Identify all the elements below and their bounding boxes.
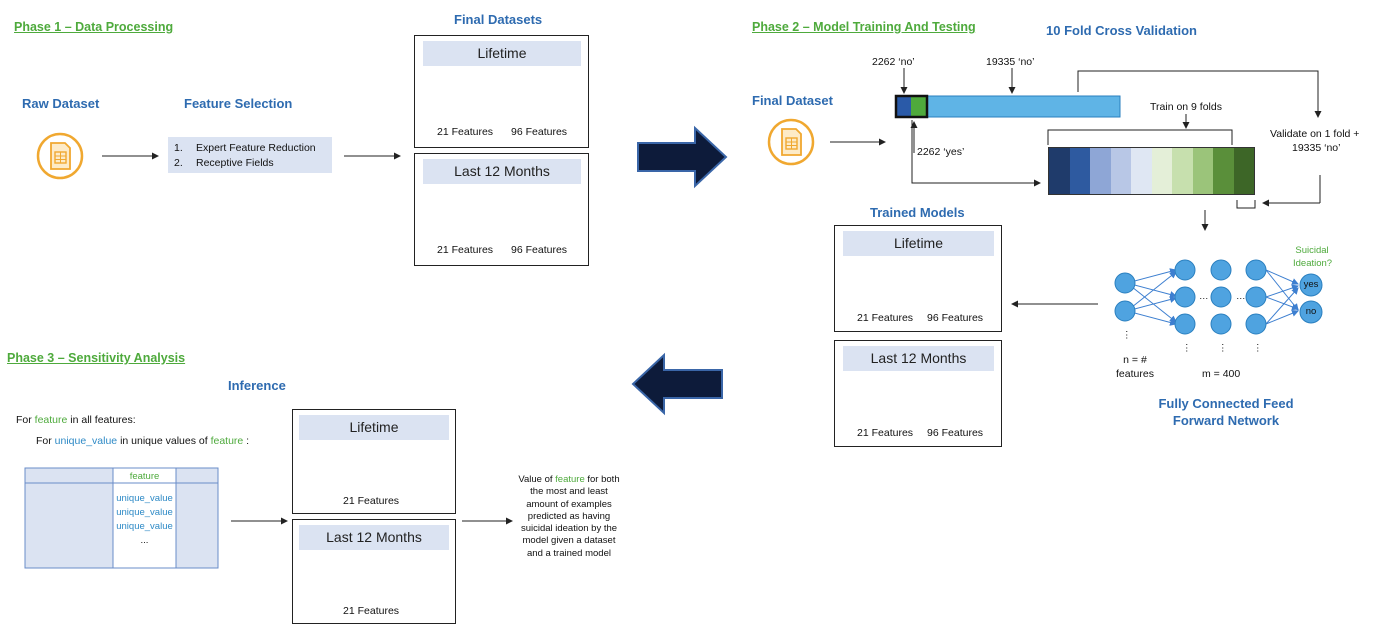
- output-no: no: [1305, 306, 1317, 317]
- train-label: Train on 9 folds: [1150, 101, 1222, 113]
- table-value-3: unique_value: [116, 521, 173, 532]
- trained-last12-band: Last 12 Months: [843, 346, 994, 371]
- folds-bar: [1048, 147, 1255, 195]
- dataset-bar-no-segment: [896, 96, 911, 117]
- step-1-label: Expert Feature Reduction: [196, 142, 316, 154]
- raw-dataset-file-icon: [36, 132, 84, 180]
- feature-selection-box: 1. Expert Feature Reduction 2. Receptive…: [168, 137, 332, 173]
- feature-selection-label: Feature Selection: [184, 96, 293, 111]
- raw-dataset-label: Raw Dataset: [22, 96, 100, 111]
- phase2-title: Phase 2 – Model Training And Testing: [752, 20, 976, 34]
- network-ellipsis-1: …: [1199, 291, 1209, 302]
- fold-4: [1110, 148, 1131, 194]
- final-datasets-last12-box: Last 12 Months 21 Features 96 Features: [414, 153, 589, 266]
- no-small-label: 2262 ‘no’: [872, 56, 915, 68]
- big-left-arrow-icon: [631, 352, 723, 416]
- n-label-1: n = #: [1123, 354, 1147, 366]
- fold-8: [1192, 148, 1213, 194]
- fold-2: [1069, 148, 1090, 194]
- table-value-2: unique_value: [116, 507, 173, 518]
- network-nodes: [1114, 259, 1323, 335]
- inner-loop-text: For unique_value in unique values of fea…: [36, 435, 250, 447]
- lifetime-96-label: 96 Features: [511, 126, 568, 138]
- network-title-1: Fully Connected Feed: [1158, 396, 1294, 411]
- fold-1: [1049, 148, 1070, 194]
- dataset-bar: [895, 95, 1121, 118]
- fold-5: [1131, 148, 1152, 194]
- network-ellipsis-2: …: [1236, 291, 1246, 302]
- output-yes: yes: [1303, 279, 1319, 290]
- yes-label: 2262 ‘yes’: [917, 146, 965, 158]
- inference-last12-band: Last 12 Months: [299, 525, 449, 550]
- big-right-arrow-icon: [637, 125, 728, 189]
- last12-band: Last 12 Months: [423, 159, 581, 184]
- network-title-2: Forward Network: [1172, 413, 1280, 428]
- lifetime-band: Lifetime: [423, 41, 581, 66]
- network-vdots-3: ⋮: [1218, 343, 1228, 354]
- final-datasets-title: Final Datasets: [454, 12, 543, 27]
- phase1-title: Phase 1 – Data Processing: [14, 20, 174, 34]
- outer-loop-text: For feature in all features:: [16, 414, 136, 426]
- trained-lifetime-96-label: 96 Features: [927, 312, 984, 324]
- step-2-label: Receptive Fields: [196, 157, 274, 169]
- trained-last12-box: Last 12 Months 21 Features 96 Features: [834, 340, 1002, 447]
- final-datasets-lifetime-box: Lifetime 21 Features 96 Features: [414, 35, 589, 148]
- last12-21-label: 21 Features: [437, 244, 494, 256]
- fold-9: [1213, 148, 1234, 194]
- inference-lifetime-band: Lifetime: [299, 415, 449, 440]
- trained-last12-21-label: 21 Features: [857, 427, 914, 439]
- fold-3: [1090, 148, 1111, 194]
- final-dataset-file-icon: [767, 118, 815, 166]
- validate-label-line2: 19335 ‘no’: [1292, 142, 1341, 154]
- cv-title: 10 Fold Cross Validation: [1046, 23, 1197, 38]
- m-label: m = 400: [1202, 368, 1241, 380]
- fold-7: [1172, 148, 1193, 194]
- validate-label-line1: Validate on 1 fold +: [1270, 128, 1360, 140]
- step-1-number: 1.: [174, 142, 183, 154]
- fold-6: [1151, 148, 1172, 194]
- trained-last12-96-label: 96 Features: [927, 427, 984, 439]
- suicidal-label-1: Suicidal: [1295, 245, 1329, 256]
- phase3-title: Phase 3 – Sensitivity Analysis: [7, 351, 186, 365]
- trained-lifetime-21-label: 21 Features: [857, 312, 914, 324]
- result-description: Value of feature for both the most and l…: [518, 474, 620, 559]
- no-large-label: 19335 ‘no’: [986, 56, 1035, 68]
- dataset-bar-yes-segment: [911, 96, 927, 117]
- n-label-2: features: [1116, 368, 1154, 380]
- suicidal-label-2: Ideation?: [1293, 258, 1333, 269]
- fold-10: [1233, 148, 1254, 194]
- trained-models-title: Trained Models: [870, 205, 965, 220]
- inference-last12-box: Last 12 Months 21 Features: [292, 519, 456, 624]
- inference-last12-21-label: 21 Features: [343, 605, 400, 617]
- table-value-4: ...: [140, 535, 149, 546]
- table-header: feature: [129, 471, 160, 482]
- inference-lifetime-box: Lifetime 21 Features: [292, 409, 456, 514]
- inference-lifetime-21-label: 21 Features: [343, 495, 400, 507]
- inference-title: Inference: [228, 378, 286, 393]
- trained-lifetime-band: Lifetime: [843, 231, 994, 256]
- network-vdots-4: ⋮: [1253, 343, 1263, 354]
- trained-lifetime-box: Lifetime 21 Features 96 Features: [834, 225, 1002, 332]
- step-2-number: 2.: [174, 157, 183, 169]
- network-vdots-2: ⋮: [1182, 343, 1192, 354]
- last12-96-label: 96 Features: [511, 244, 568, 256]
- final-dataset-label: Final Dataset: [752, 93, 833, 108]
- lifetime-21-label: 21 Features: [437, 126, 494, 138]
- network-vdots-1: ⋮: [1122, 330, 1132, 341]
- table-value-1: unique_value: [116, 493, 173, 504]
